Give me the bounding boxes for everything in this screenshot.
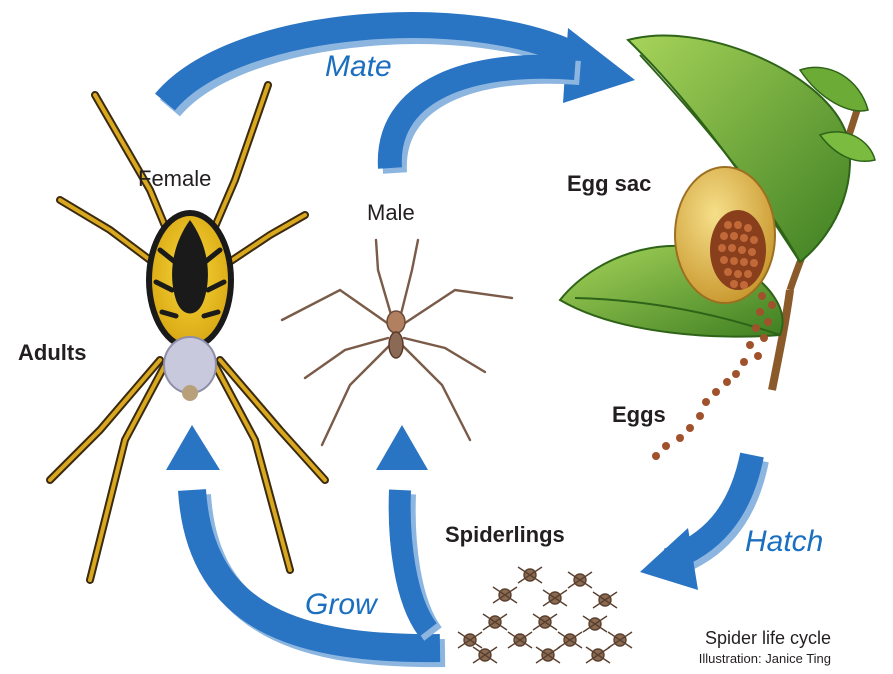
adults-label: Adults	[18, 340, 86, 366]
egg-sac-illustration	[675, 167, 775, 303]
mate-arrow-male	[390, 67, 580, 173]
eggs-label: Eggs	[612, 402, 666, 428]
egg-sac-label: Egg sac	[567, 171, 651, 197]
spiderlings-illustration	[458, 567, 632, 663]
mate-stage-label: Mate	[325, 50, 392, 84]
caption-credit: Illustration: Janice Ting	[699, 651, 831, 666]
female-label: Female	[138, 166, 211, 192]
grow-stage-label: Grow	[305, 588, 377, 622]
hatch-stage-label: Hatch	[745, 525, 823, 559]
hatch-arrow	[640, 455, 757, 590]
grow-arrow-male	[376, 425, 433, 634]
male-spider-illustration	[282, 240, 512, 445]
caption-title: Spider life cycle	[705, 628, 831, 649]
spiderlings-label: Spiderlings	[445, 522, 565, 548]
male-label: Male	[367, 200, 415, 226]
